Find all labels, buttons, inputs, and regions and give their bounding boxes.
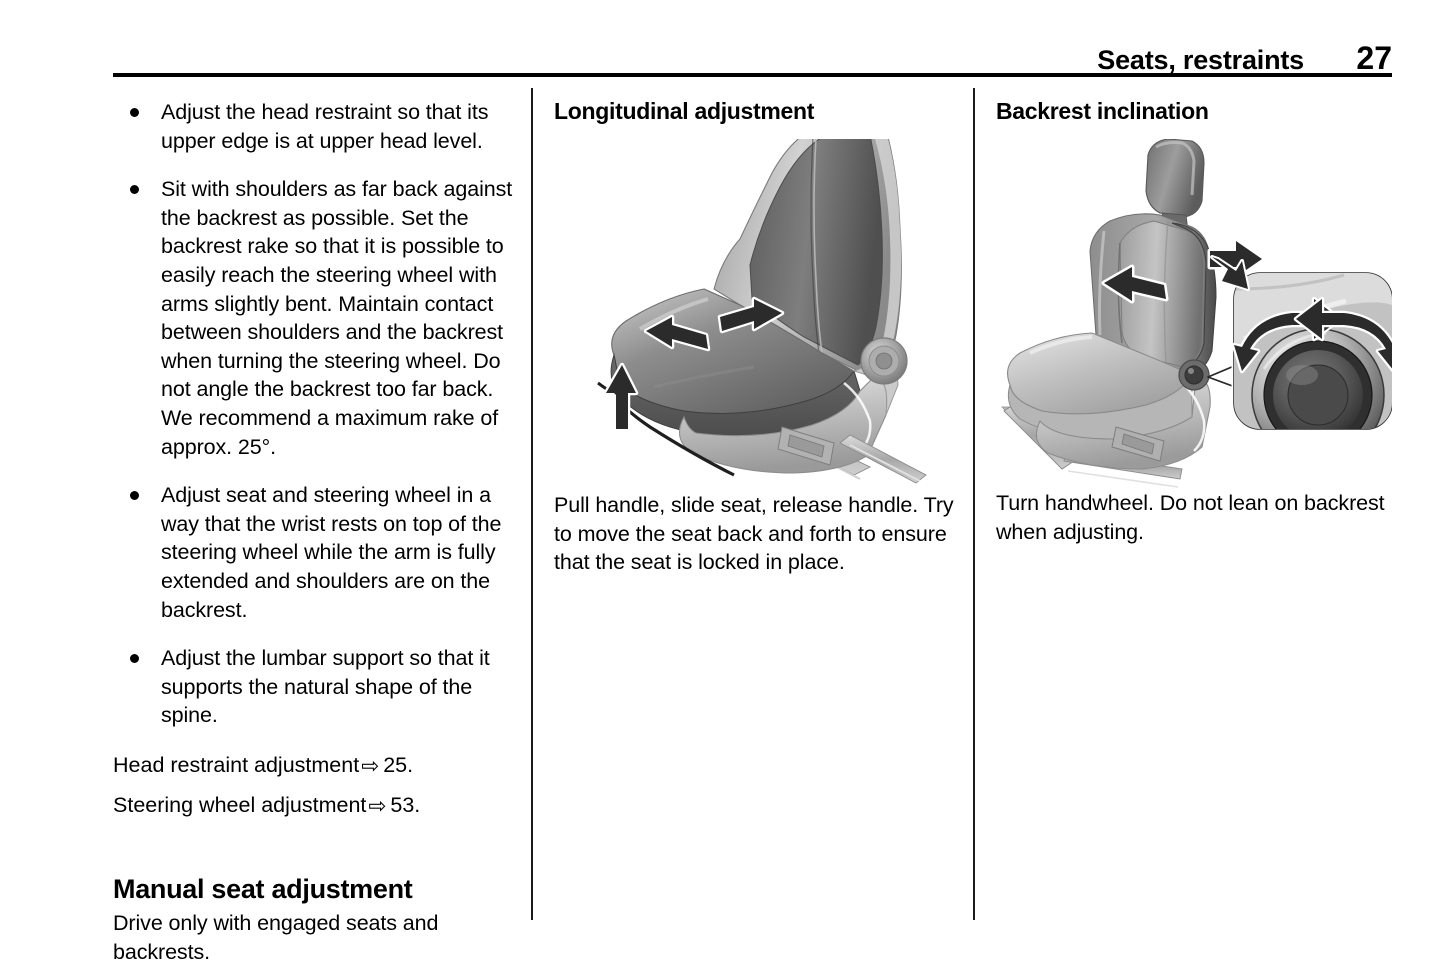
heading-longitudinal-adjustment: Longitudinal adjustment <box>554 98 815 124</box>
page-reference-arrow-icon: ⇨ <box>368 794 387 819</box>
cross-reference-list: Head restraint adjustment⇨25. Steering w… <box>113 751 513 821</box>
arrow-left-icon <box>643 314 711 352</box>
cross-reference-page: 25. <box>383 752 414 777</box>
bullet-dot-icon <box>130 108 139 117</box>
list-item: Sit with shoulders as far back against t… <box>113 175 513 461</box>
page-number: 27 <box>1356 40 1392 76</box>
section-heading-manual-seat-adjustment: Manual seat adjustment <box>113 874 413 905</box>
cross-reference-page: 53. <box>390 793 421 818</box>
figure-caption-longitudinal: Pull handle, slide seat, release handle.… <box>554 493 954 575</box>
handwheel-detail-callout <box>1231 270 1392 432</box>
spacer <box>113 832 513 874</box>
page-reference-arrow-icon: ⇨ <box>361 753 380 778</box>
list-item-text: Sit with shoulders as far back against t… <box>161 177 513 459</box>
right-column: Backrest inclination <box>996 98 1392 546</box>
list-item-text: Adjust the head restraint so that its up… <box>161 100 489 153</box>
column-divider-left <box>531 88 533 920</box>
spacer <box>113 730 513 748</box>
middle-column: Longitudinal adjustment <box>554 98 954 577</box>
figure-caption-backrest: Turn handwheel. Do not lean on backrest … <box>996 491 1385 544</box>
list-item: Adjust the head restraint so that its up… <box>113 98 513 155</box>
list-item-text: Adjust seat and steering wheel in a way … <box>161 483 502 622</box>
arrow-right-icon <box>1207 238 1265 291</box>
cross-reference-label: Head restraint adjustment <box>113 752 360 777</box>
cross-reference-label: Steering wheel adjustment <box>113 793 367 818</box>
cross-reference-row[interactable]: Steering wheel adjustment⇨53. <box>113 791 513 821</box>
list-item: Adjust the lumbar support so that it sup… <box>113 644 513 730</box>
section-body-text: Drive only with engaged seats and backre… <box>113 911 439 964</box>
bullet-dot-icon <box>130 491 139 501</box>
left-column: Adjust the head restraint so that its up… <box>113 98 513 965</box>
heading-backrest-inclination: Backrest inclination <box>996 98 1209 124</box>
list-item: Adjust seat and steering wheel in a way … <box>113 481 513 624</box>
page-title: Seats, restraints <box>1097 45 1304 75</box>
bullet-dot-icon <box>130 185 139 195</box>
car-seat-longitudinal-adjustment-illustration <box>554 139 954 491</box>
arrow-left-icon <box>1101 264 1169 304</box>
rotate-clockwise-icon <box>1293 296 1392 373</box>
column-divider-right <box>973 88 975 920</box>
header-rule <box>113 73 1392 77</box>
bullet-dot-icon <box>130 654 139 664</box>
car-seat-backrest-inclination-illustration <box>996 139 1392 489</box>
arrow-up-icon <box>603 362 639 432</box>
list-item-text: Adjust the lumbar support so that it sup… <box>161 646 490 728</box>
cross-reference-row[interactable]: Head restraint adjustment⇨25. <box>113 751 513 781</box>
page-header: Seats, restraints 27 <box>113 40 1392 77</box>
arrow-right-icon <box>717 296 785 334</box>
seating-position-bullet-list: Adjust the head restraint so that its up… <box>113 98 513 730</box>
